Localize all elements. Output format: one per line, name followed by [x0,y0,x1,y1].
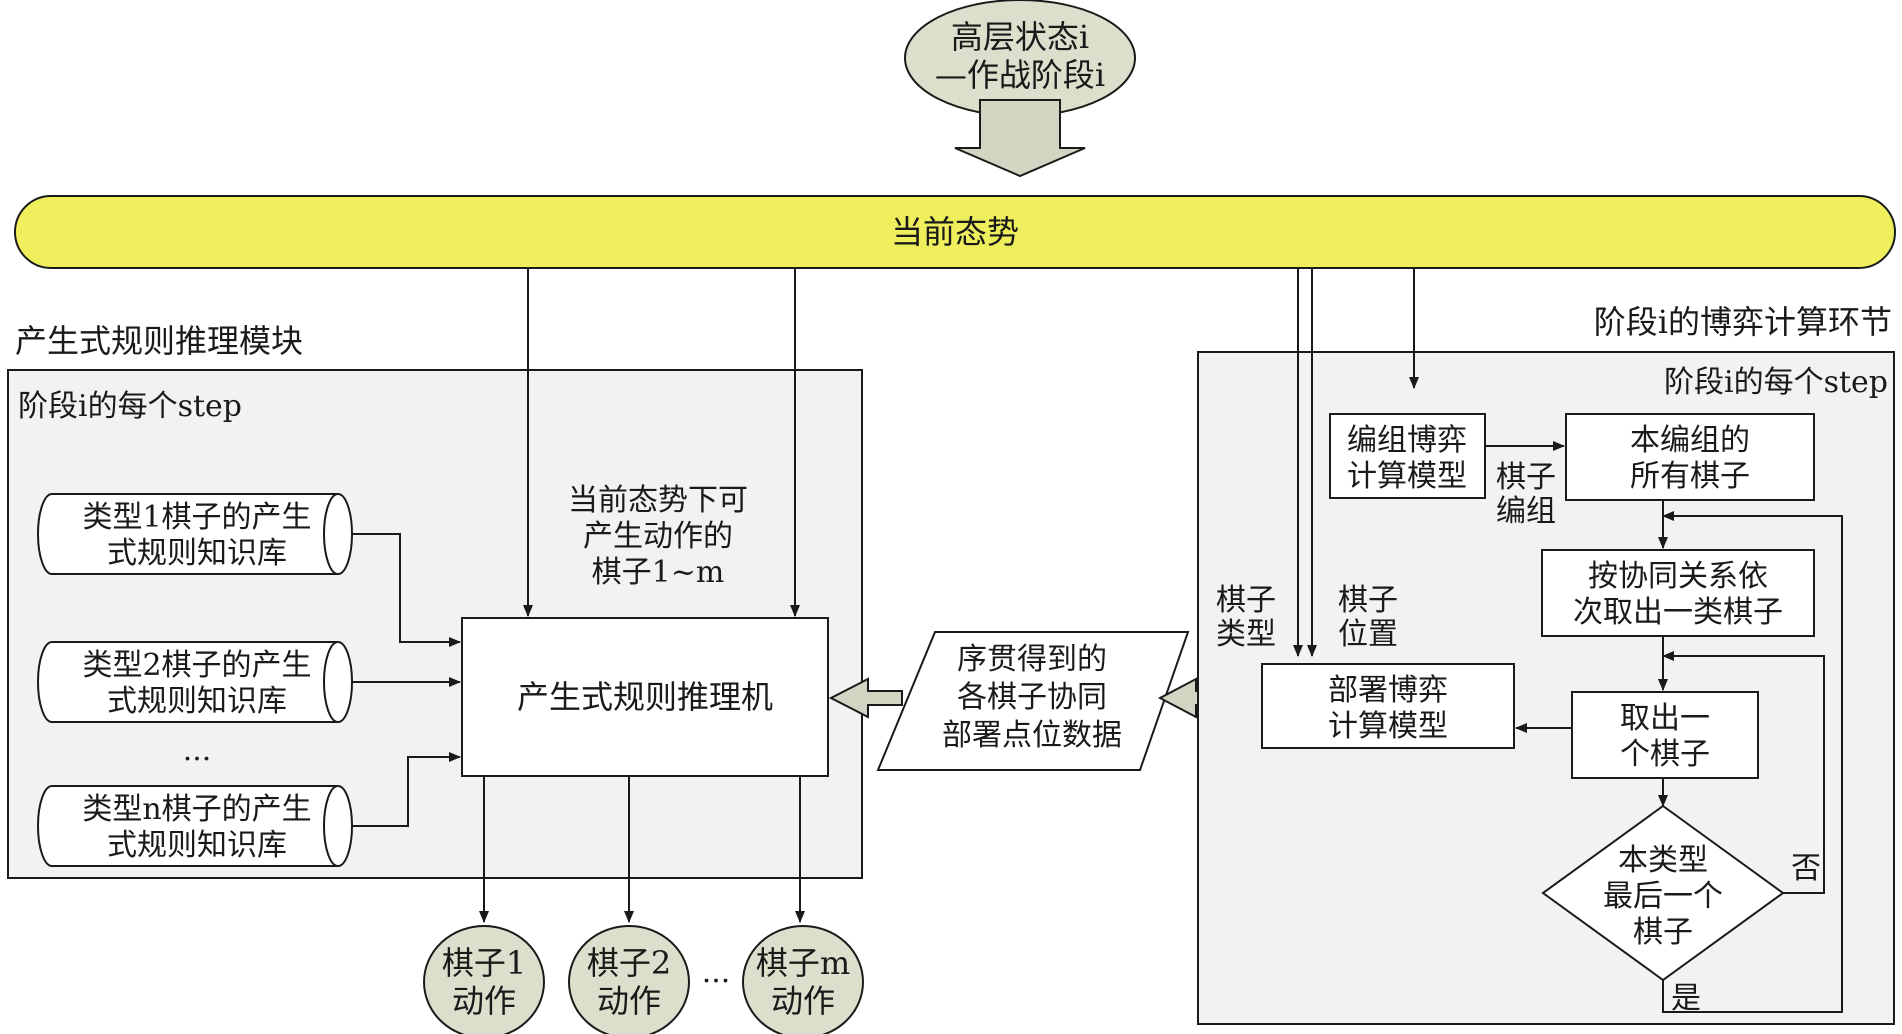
action-piece2-line1: 棋子2 [587,944,671,982]
group-pieces-box: 本编组的 所有棋子 [1565,413,1815,501]
type-label-line2: 类型 [1216,617,1276,652]
action-piecem: 棋子m 动作 [742,925,864,1034]
action-piece1-line1: 棋子1 [442,944,526,982]
top-state-node: 高层状态i —作战阶段i [904,0,1136,117]
action-piece2: 棋子2 动作 [568,925,690,1034]
engine-label: 产生式规则推理机 [517,678,773,716]
take-one-box: 取出一 个棋子 [1571,691,1759,779]
no-loop-connector [1662,651,1825,894]
kb-type2: 类型2棋子的产生 式规则知识库 [37,641,353,723]
action-piecem-line1: 棋子m [756,944,850,982]
inference-engine: 产生式规则推理机 [461,617,829,777]
kb-typen-line1: 类型n棋子的产生 [82,792,311,827]
take-one-line1: 取出一 [1620,701,1710,736]
group-model-line2: 计算模型 [1347,459,1467,494]
deploy-model-line2: 计算模型 [1328,709,1448,744]
no-label: 否 [1791,851,1821,886]
group-model-line1: 编组博弈 [1347,423,1467,458]
action-piece2-line2: 动作 [597,982,661,1020]
yes-label: 是 [1671,981,1701,1016]
kb-type1: 类型1棋子的产生 式规则知识库 [37,493,353,575]
left-inner-title: 阶段i的每个step [18,389,242,424]
situation-bar: 当前态势 [14,195,1896,269]
group-label-line1: 棋子 [1496,460,1556,495]
kb-type1-line2: 式规则知识库 [107,536,287,571]
group-label-line2: 编组 [1496,494,1556,529]
deploy-points-line3: 部署点位数据 [942,718,1122,753]
left-module-title: 产生式规则推理模块 [15,322,303,360]
engine-note-line1: 当前态势下可 [568,483,748,518]
deploy-points-line1: 序贯得到的 [957,642,1107,677]
deploy-model-line1: 部署博弈 [1328,673,1448,708]
engine-note-line2: 产生动作的 [583,519,733,554]
kb-type2-line1: 类型2棋子的产生 [82,648,311,683]
decision-line2: 最后一个 [1603,879,1723,914]
deploy-points-data: 序贯得到的 各棋子协同 部署点位数据 [876,631,1190,771]
top-state-line1: 高层状态i [951,18,1089,56]
decision-line3: 棋子 [1633,915,1693,950]
group-pieces-line2: 所有棋子 [1630,459,1750,494]
decision-last-piece: 本类型 最后一个 棋子 [1541,804,1785,982]
take-one-line2: 个棋子 [1620,737,1710,772]
state-to-situation-arrow [954,99,1086,178]
situation-bar-label: 当前态势 [891,213,1019,251]
kb-type1-line1: 类型1棋子的产生 [82,500,311,535]
decision-line1: 本类型 [1618,843,1708,878]
engine-note: 当前态势下可 产生动作的 棋子1~m [568,483,748,590]
kb-typen: 类型n棋子的产生 式规则知识库 [37,785,353,867]
type-label-line1: 棋子 [1216,583,1276,618]
take-class-box: 按协同关系依 次取出一类棋子 [1541,549,1815,637]
kb-typen-line2: 式规则知识库 [107,828,287,863]
take-class-line1: 按协同关系依 [1588,559,1768,594]
situation-to-right-arrows [1293,268,1419,657]
kb-connectors [352,533,461,827]
action-piecem-line2: 动作 [771,982,835,1020]
top-state-line2: —作战阶段i [935,56,1105,94]
group-game-model: 编组博弈 计算模型 [1329,413,1486,499]
take-class-line2: 次取出一类棋子 [1573,595,1783,630]
pos-label-line2: 位置 [1338,617,1398,652]
deploy-points-line2: 各棋子协同 [957,680,1107,715]
engine-note-line3: 棋子1~m [592,555,725,590]
pos-label-line1: 棋子 [1338,583,1398,618]
data-to-engine-arrow [828,677,903,719]
action-piece1: 棋子1 动作 [423,925,545,1034]
yes-loop-connector [1662,511,1843,1013]
deploy-game-model: 部署博弈 计算模型 [1261,663,1515,749]
right-module-title: 阶段i的博弈计算环节 [1594,303,1892,341]
actions-ellipsis: ... [702,955,731,990]
right-inner-title: 阶段i的每个step [1664,365,1888,400]
situation-to-engine-arrows [523,268,800,617]
group-pieces-line1: 本编组的 [1630,423,1750,458]
engine-to-action-arrows [479,776,805,923]
kb-ellipsis: ... [183,733,212,768]
action-piece1-line2: 动作 [452,982,516,1020]
kb-type2-line2: 式规则知识库 [107,684,287,719]
